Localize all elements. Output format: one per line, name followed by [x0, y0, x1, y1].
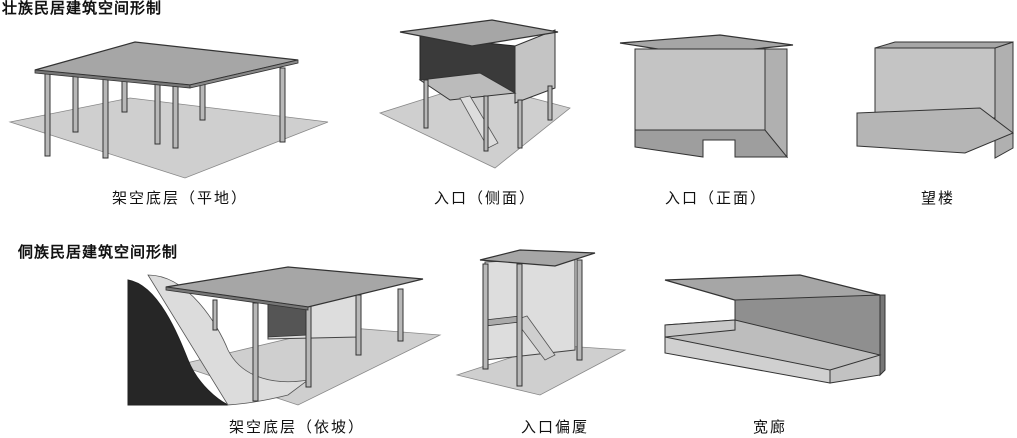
section-title-dong: 侗族民居建筑空间形制: [18, 243, 179, 261]
roof-slab: [165, 266, 424, 308]
pillar: [483, 95, 489, 152]
roof-slab: [479, 249, 596, 267]
caption-stilt-floor-flat: 架空底层（平地）: [111, 189, 248, 207]
slope-section: [127, 279, 229, 406]
stair: [514, 315, 556, 361]
ground-plane: [8, 97, 329, 179]
pillar: [397, 288, 404, 342]
roof-slab: [399, 19, 559, 47]
pillar: [72, 71, 79, 133]
section-title-zhuang: 壮族民居建筑空间形制: [2, 0, 163, 17]
pillar: [355, 294, 362, 356]
model-entrance-front: [619, 34, 794, 159]
pillar: [482, 263, 489, 370]
parapet: [664, 319, 736, 338]
caption-wide-veranda: 宽廊: [752, 418, 787, 436]
pillar: [44, 67, 51, 157]
model-lookout: [856, 41, 1014, 159]
pillar: [576, 259, 583, 361]
pillar: [279, 67, 286, 143]
model-entrance-annex: [455, 249, 627, 396]
room-back-wall: [874, 47, 996, 119]
room-side-wall: [514, 29, 556, 104]
model-stilt-floor-slope: [127, 266, 442, 406]
pillar: [547, 85, 553, 121]
room-side-wall: [994, 41, 1014, 159]
caption-lookout: 望楼: [920, 189, 955, 207]
model-stilt-floor-flat: [8, 41, 329, 179]
caption-entrance-annex: 入口偏厦: [520, 418, 589, 436]
room-back-wall: [634, 48, 766, 131]
pillar: [516, 263, 523, 387]
pillar: [252, 302, 259, 402]
caption-entrance-front: 入口（正面）: [664, 189, 767, 207]
model-wide-veranda: [664, 274, 886, 384]
pillar: [423, 79, 429, 129]
parapet: [856, 107, 1014, 154]
room-floor: [634, 129, 789, 158]
room-side-wall: [879, 294, 886, 377]
pillar: [212, 299, 218, 331]
room-back-wall: [484, 257, 576, 361]
caption-entrance-side: 入口（侧面）: [433, 189, 536, 207]
caption-stilt-floor-slope: 架空底层（依坡）: [228, 418, 365, 436]
room-floor: [418, 72, 517, 101]
pillar: [517, 99, 523, 149]
model-entrance-side: [378, 19, 571, 169]
pillar: [305, 304, 312, 388]
